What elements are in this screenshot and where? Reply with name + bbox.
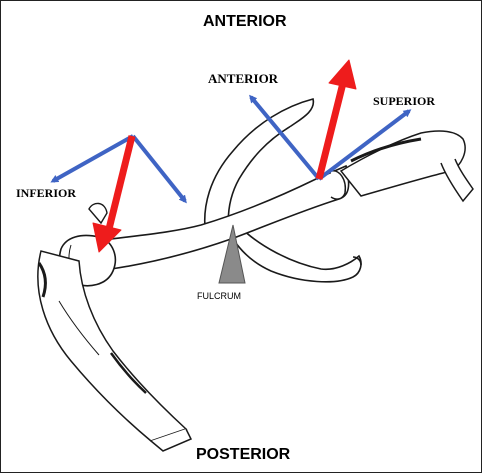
force-arrow-down-shaft [108,136,132,233]
anterior-label: ANTERIOR [208,71,278,87]
inferior-label: INFERIOR [16,186,76,201]
tubercle [89,203,107,223]
coracoid-process [233,226,361,282]
force-arrow-up-head [329,60,356,89]
superior-label: SUPERIOR [373,94,435,109]
right-ligament [331,131,473,201]
left-ligament [38,251,191,451]
bottom-direction-label: POSTERIOR [196,446,290,464]
fulcrum-label: FULCRUM [197,291,241,301]
top-direction-label: ANTERIOR [203,13,287,31]
inferior-arrow-b [133,136,185,201]
